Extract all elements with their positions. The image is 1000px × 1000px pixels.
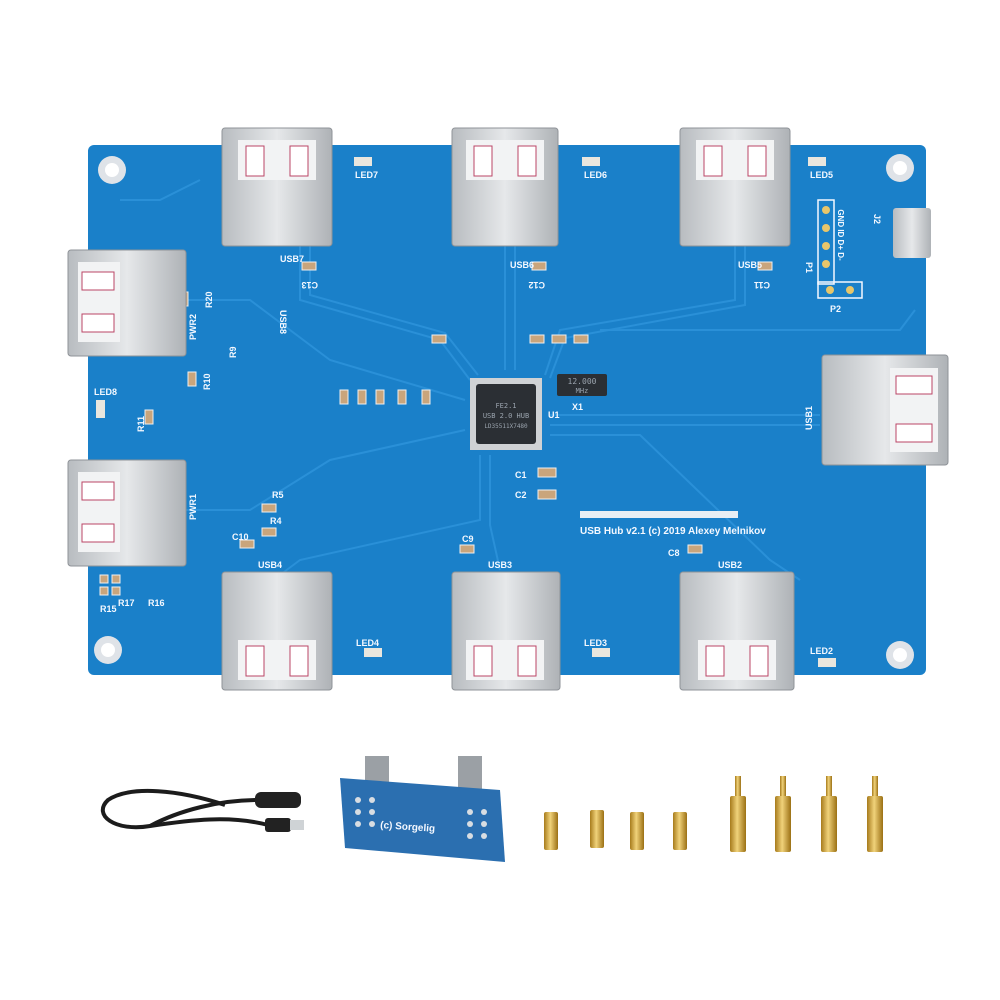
label-usb7: USB7 <box>280 254 304 264</box>
usb-port-usb6 <box>451 127 559 247</box>
label-led5: LED5 <box>810 170 833 180</box>
label-led3: LED3 <box>584 638 607 648</box>
leds <box>96 157 836 667</box>
usb-y-cable <box>100 788 304 832</box>
smd-components <box>99 261 773 596</box>
silkscreen-labels: LED7 LED6 LED5 LED8 LED4 LED3 LED2 USB7 … <box>94 170 882 656</box>
usb-port-usb4 <box>221 571 333 691</box>
label-pwr2: PWR2 <box>188 314 198 340</box>
label-c8: C8 <box>668 548 680 558</box>
usb-port-pwr2 <box>67 249 187 357</box>
pcb-traces <box>120 179 916 581</box>
label-c9: C9 <box>462 534 474 544</box>
label-led7: LED7 <box>355 170 378 180</box>
label-c2: C2 <box>515 490 527 500</box>
label-p2: P2 <box>830 304 841 314</box>
label-usb1: USB1 <box>804 406 814 430</box>
usb-port-usb3 <box>451 571 561 691</box>
usb-port-usb5 <box>679 127 791 247</box>
silkscreen-bar <box>580 511 738 518</box>
label-usb3: USB3 <box>488 560 512 570</box>
hub-controller-chip: FE2.1 USB 2.0 HUB LD35511X7480 <box>470 378 542 450</box>
label-pwr1: PWR1 <box>188 494 198 520</box>
label-usb5: USB5 <box>738 260 762 270</box>
crystal-text-freq: 12.000 <box>568 377 597 386</box>
label-c13: C13 <box>301 280 318 290</box>
adapter-label: (c) Sorgelig <box>380 820 436 835</box>
label-usb2: USB2 <box>718 560 742 570</box>
usb-port-usb7 <box>221 127 333 247</box>
label-x1: X1 <box>572 402 583 412</box>
label-header-pins: GND ID D+ D- <box>836 209 845 261</box>
usb-port-usb2 <box>679 571 795 691</box>
label-c10: C10 <box>232 532 249 542</box>
label-led2: LED2 <box>810 646 833 656</box>
label-usb8: USB8 <box>278 310 288 334</box>
label-r10: R10 <box>202 373 212 390</box>
crystal-oscillator: 12.000 MHz <box>557 374 607 396</box>
label-u1: U1 <box>548 410 560 420</box>
micro-usb-port <box>893 208 931 258</box>
label-j2: J2 <box>872 214 882 224</box>
label-r4: R4 <box>270 516 282 526</box>
label-r5: R5 <box>272 490 284 500</box>
label-r11: R11 <box>136 416 146 432</box>
label-r20: R20 <box>204 291 214 308</box>
label-c12: C12 <box>528 280 545 290</box>
label-c1: C1 <box>515 470 527 480</box>
crystal-text-unit: MHz <box>576 387 589 395</box>
label-usb6: USB6 <box>510 260 534 270</box>
label-r15: R15 <box>100 604 117 614</box>
label-led8: LED8 <box>94 387 117 397</box>
usb-plug <box>265 818 291 832</box>
chip-text-line2: USB 2.0 HUB <box>483 412 529 420</box>
tall-brass-standoffs <box>730 776 883 852</box>
short-brass-standoffs <box>544 810 687 850</box>
chip-text-line1: FE2.1 <box>495 402 516 410</box>
chip-text-line3: LD35511X7480 <box>484 423 528 430</box>
adapter-board: (c) Sorgelig <box>340 756 505 862</box>
label-led6: LED6 <box>584 170 607 180</box>
label-p1: P1 <box>804 262 814 273</box>
mounting-holes <box>94 154 914 669</box>
board-title-label: USB Hub v2.1 (c) 2019 Alexey Melnikov <box>580 526 766 537</box>
dc-plug <box>255 792 301 808</box>
label-r9: R9 <box>228 346 238 358</box>
usb-port-usb1 <box>821 354 949 466</box>
label-r17: R17 <box>118 598 135 608</box>
label-led4: LED4 <box>356 638 379 648</box>
label-r16: R16 <box>148 598 165 608</box>
usb-port-pwr1 <box>67 459 187 567</box>
label-usb4: USB4 <box>258 560 282 570</box>
pin-header <box>817 199 931 299</box>
pcb-board: FE2.1 USB 2.0 HUB LD35511X7480 12.000 MH… <box>88 145 931 675</box>
label-c11: C11 <box>754 280 770 290</box>
